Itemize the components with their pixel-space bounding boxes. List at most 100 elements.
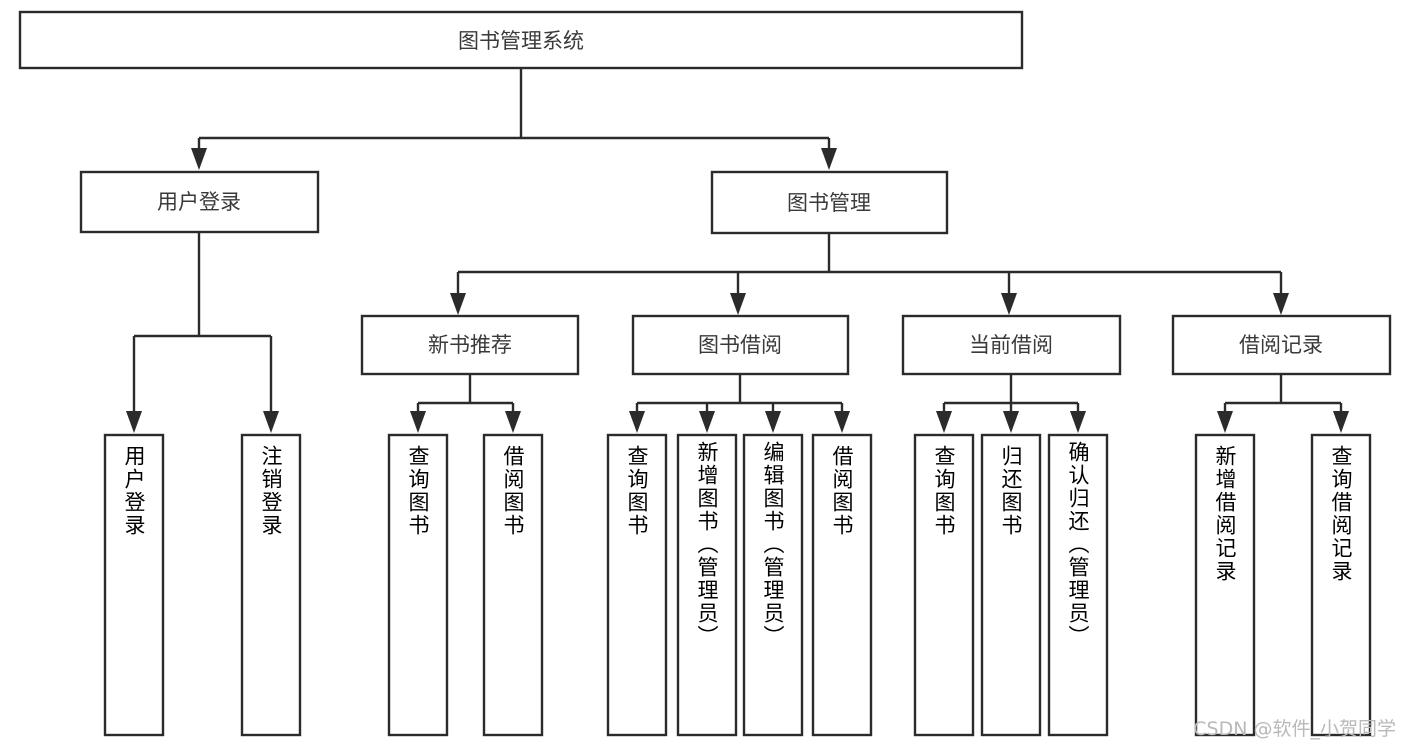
arrow-to-leaf-query-book-1 — [410, 411, 426, 433]
node-leaf-edit-book-textbox: 编辑图书（管理员） — [761, 441, 785, 648]
node-leaf-borrow-book-2-box[interactable] — [811, 433, 873, 737]
node-leaf-query-book-3-box[interactable] — [913, 433, 975, 737]
arrow-to-leaf-add-book — [699, 411, 715, 433]
arrow-to-leaf-user-logout — [263, 411, 279, 433]
node-leaf-return-book-textbox: 归还图书 — [999, 445, 1023, 537]
node-book-management-label: 图书管理 — [787, 191, 871, 215]
node-leaf-borrow-book-1-label: 借阅图书 — [501, 445, 525, 537]
node-book-borrow-label: 图书借阅 — [698, 333, 782, 357]
node-root-box[interactable] — [18, 10, 1024, 70]
arrow-to-leaf-borrow-book-2 — [834, 411, 850, 433]
node-leaf-add-book-textbox: 新增图书（管理员） — [695, 441, 719, 648]
node-book-borrow-box[interactable] — [631, 314, 850, 376]
node-new-book-recommend-box[interactable] — [360, 314, 580, 376]
node-leaf-borrow-book-1-box[interactable] — [482, 433, 544, 737]
node-leaf-query-book-3[interactable]: 查询图书 — [913, 433, 975, 737]
node-borrow-record[interactable]: 借阅记录 — [1171, 314, 1392, 376]
node-leaf-edit-book[interactable]: 编辑图书（管理员） — [742, 433, 804, 737]
node-leaf-confirm-return-label: 确认归还（管理员） — [1066, 441, 1090, 648]
node-leaf-user-login[interactable]: 用户登录 — [103, 433, 165, 737]
arrow-to-current-borrow — [1001, 293, 1017, 315]
connector-root-to-level1 — [197, 68, 831, 150]
node-leaf-borrow-book-2-textbox: 借阅图书 — [830, 445, 854, 537]
arrow-to-leaf-query-record — [1333, 411, 1349, 433]
node-leaf-query-book-3-label: 查询图书 — [932, 445, 956, 537]
node-leaf-add-record-textbox: 新增借阅记录 — [1213, 445, 1237, 583]
node-leaf-query-book-3-textbox: 查询图书 — [932, 445, 956, 537]
node-leaf-user-logout[interactable]: 注销登录 — [240, 433, 302, 737]
node-leaf-user-login-label: 用户登录 — [122, 445, 146, 537]
connector-user-login-bus — [132, 232, 273, 413]
node-book-borrow[interactable]: 图书借阅 — [631, 314, 850, 376]
connector-book-borrow-bus — [635, 374, 844, 413]
node-leaf-query-book-1-label: 查询图书 — [406, 445, 430, 537]
node-leaf-confirm-return[interactable]: 确认归还（管理员） — [1047, 433, 1109, 737]
node-leaf-return-book-box[interactable] — [980, 433, 1042, 737]
node-leaf-edit-book-box[interactable] — [742, 433, 804, 737]
connector-current-borrow-bus — [942, 374, 1080, 413]
node-leaf-query-record-label: 查询借阅记录 — [1329, 445, 1353, 583]
arrow-to-borrow-record — [1273, 293, 1289, 315]
node-leaf-user-login-box[interactable] — [103, 433, 165, 737]
connector-layer — [126, 68, 1349, 433]
node-borrow-record-box[interactable] — [1171, 314, 1392, 376]
node-leaf-add-book-box[interactable] — [676, 433, 738, 737]
arrow-to-book-borrow — [730, 293, 746, 315]
arrow-to-leaf-user-login — [126, 411, 142, 433]
node-leaf-query-record-box[interactable] — [1310, 433, 1372, 737]
node-leaf-query-book-1[interactable]: 查询图书 — [387, 433, 449, 737]
node-current-borrow-box[interactable] — [901, 314, 1122, 376]
node-leaf-user-logout-box[interactable] — [240, 433, 302, 737]
node-leaf-query-book-2-textbox: 查询图书 — [625, 445, 649, 537]
node-current-borrow[interactable]: 当前借阅 — [901, 314, 1122, 376]
node-leaf-query-book-2-label: 查询图书 — [625, 445, 649, 537]
node-leaf-return-book[interactable]: 归还图书 — [980, 433, 1042, 737]
arrow-to-user-login — [191, 148, 207, 170]
node-leaf-user-logout-label: 注销登录 — [259, 445, 283, 537]
arrow-to-leaf-query-book-3 — [936, 411, 952, 433]
node-new-book-recommend[interactable]: 新书推荐 — [360, 314, 580, 376]
arrow-to-new-book-recommend — [450, 293, 466, 315]
arrow-to-leaf-add-record — [1217, 411, 1233, 433]
node-leaf-borrow-book-2[interactable]: 借阅图书 — [811, 433, 873, 737]
node-leaf-query-record[interactable]: 查询借阅记录 — [1310, 433, 1372, 737]
connector-new-book-recommend-bus — [416, 374, 515, 413]
node-leaf-return-book-label: 归还图书 — [999, 445, 1023, 537]
arrow-to-leaf-query-book-2 — [629, 411, 645, 433]
node-borrow-record-label: 借阅记录 — [1239, 333, 1323, 357]
node-leaf-borrow-book-1[interactable]: 借阅图书 — [482, 433, 544, 737]
arrow-to-leaf-edit-book — [765, 411, 781, 433]
node-leaf-query-book-2-box[interactable] — [606, 433, 668, 737]
arrow-to-leaf-borrow-book-1 — [505, 411, 521, 433]
node-leaf-query-record-textbox: 查询借阅记录 — [1329, 445, 1353, 583]
node-leaf-query-book-1-box[interactable] — [387, 433, 449, 737]
node-new-book-recommend-label: 新书推荐 — [428, 333, 512, 357]
node-leaf-add-record[interactable]: 新增借阅记录 — [1194, 433, 1256, 737]
node-user-login-label: 用户登录 — [157, 190, 241, 214]
node-leaf-user-login-textbox: 用户登录 — [122, 445, 146, 537]
node-root[interactable]: 图书管理系统 — [18, 10, 1024, 70]
arrow-to-leaf-return-book — [1003, 411, 1019, 433]
node-book-management[interactable]: 图书管理 — [710, 170, 949, 235]
node-current-borrow-label: 当前借阅 — [969, 333, 1053, 357]
node-root-label: 图书管理系统 — [458, 29, 584, 53]
node-leaf-borrow-book-1-textbox: 借阅图书 — [501, 445, 525, 537]
node-leaf-user-logout-textbox: 注销登录 — [259, 445, 283, 537]
node-leaf-borrow-book-2-label: 借阅图书 — [830, 445, 854, 537]
node-leaf-query-book-1-textbox: 查询图书 — [406, 445, 430, 537]
arrow-to-leaf-confirm-return — [1070, 411, 1086, 433]
node-leaf-add-book[interactable]: 新增图书（管理员） — [676, 433, 738, 737]
node-leaf-add-record-box[interactable] — [1194, 433, 1256, 737]
node-leaf-confirm-return-textbox: 确认归还（管理员） — [1066, 441, 1090, 648]
node-user-login-box[interactable] — [79, 170, 320, 234]
node-leaf-add-book-label: 新增图书（管理员） — [695, 441, 719, 648]
node-leaf-query-book-2[interactable]: 查询图书 — [606, 433, 668, 737]
node-leaf-confirm-return-box[interactable] — [1047, 433, 1109, 737]
node-leaf-add-record-label: 新增借阅记录 — [1213, 445, 1237, 583]
arrow-to-book-management — [821, 148, 837, 170]
csdn-watermark: CSDN @软件_小贺同学 — [1193, 718, 1396, 740]
node-user-login[interactable]: 用户登录 — [79, 170, 320, 234]
node-book-management-box[interactable] — [710, 170, 949, 235]
